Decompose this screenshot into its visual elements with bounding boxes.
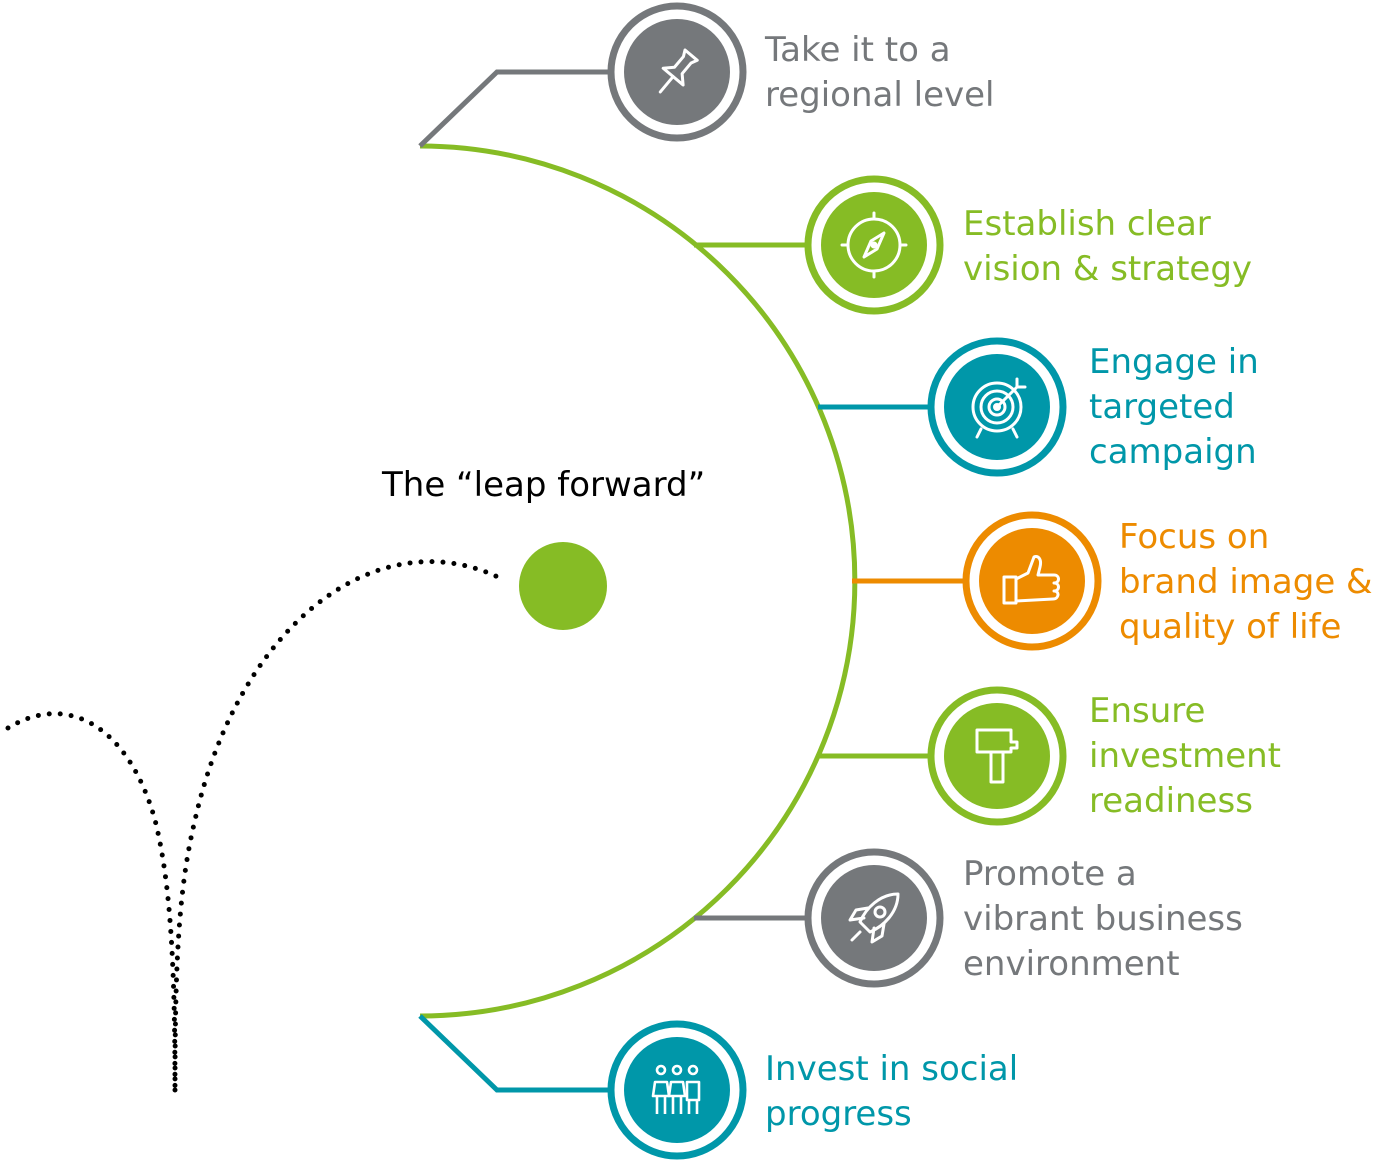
target-icon [971, 377, 1027, 439]
connector-regional-level [418, 69, 612, 148]
step-node-vision-strategy [804, 175, 944, 315]
hammer-icon [975, 728, 1019, 784]
center-dot [519, 542, 607, 630]
jump-trajectory-right [172, 559, 503, 1093]
step-label-social-progress: Invest in social progress [765, 1049, 1019, 1134]
step-node-business-environment [804, 848, 944, 988]
step-label-investment-readiness: Ensure investment readiness [1089, 691, 1281, 821]
jump-trajectory-left [5, 711, 178, 1093]
compass-icon [840, 211, 908, 279]
step-node-investment-readiness [927, 686, 1067, 826]
step-label-regional-level: Take it to a regional level [765, 30, 995, 115]
step-node-social-progress [607, 1020, 747, 1160]
main-arc [419, 143, 858, 1019]
center-label: The “leap forward” [382, 465, 706, 505]
people-icon [651, 1064, 701, 1114]
step-node-brand-image [962, 511, 1102, 651]
step-node-targeted-campaign [927, 337, 1067, 477]
step-label-targeted-campaign: Engage in targeted campaign [1089, 342, 1259, 472]
pushpin-icon [658, 48, 699, 94]
thumbs-up-icon [1002, 555, 1060, 605]
rocket-icon [848, 892, 900, 944]
step-label-vision-strategy: Establish clear vision & strategy [963, 204, 1253, 289]
step-label-brand-image: Focus on brand image & quality of life [1119, 517, 1373, 647]
step-label-business-environment: Promote a vibrant business environment [963, 854, 1243, 984]
step-node-regional-level [607, 2, 747, 142]
connector-social-progress [418, 1014, 612, 1093]
